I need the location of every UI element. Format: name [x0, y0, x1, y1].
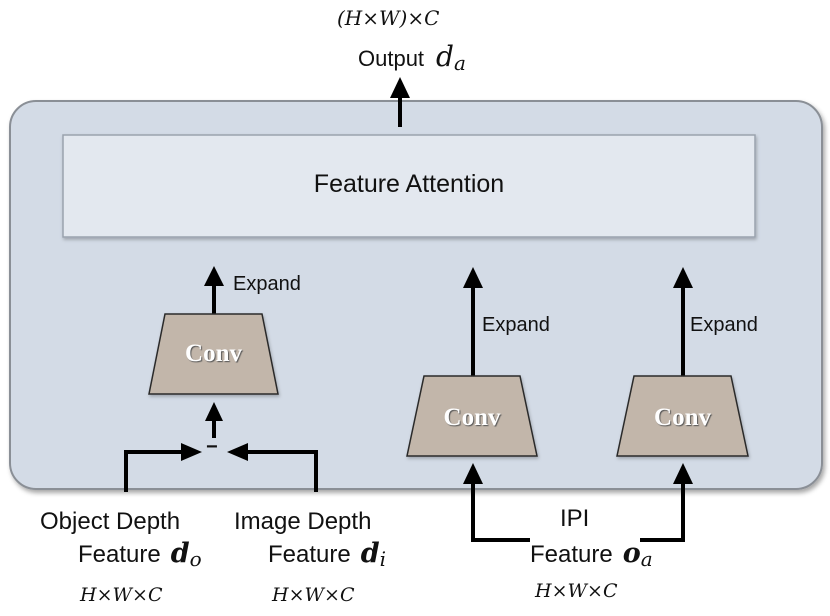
depth-conv-label: Conv: [185, 340, 242, 367]
ipi-line2: Feature oa: [530, 538, 653, 571]
ipi-symbol: o: [622, 538, 641, 569]
image-depth-dims: H×W×C: [272, 584, 355, 606]
object-depth-subscript: o: [189, 547, 202, 572]
ipi-left-conv-label: Conv: [443, 404, 501, 431]
ipi-subscript: a: [640, 547, 653, 572]
output-arrow: [390, 77, 410, 127]
image-depth-feature: Feature: [268, 541, 351, 568]
output-dims: (H×W)×C: [337, 6, 440, 30]
image-depth-input-arrow: [227, 443, 318, 492]
depth-expand-label: Expand: [233, 273, 301, 295]
ipi-left-input-arrow: [463, 463, 530, 542]
ipi-right-expand-label: Expand: [690, 314, 758, 336]
ipi-right-conv-label: Conv: [654, 404, 711, 431]
subtract-to-conv-arrow: [205, 402, 223, 438]
ipi-feature: Feature: [530, 541, 613, 568]
object-depth-input-arrow: [124, 443, 202, 492]
ipi-left-expand-arrow: [463, 267, 483, 376]
ipi-right-input-arrow: [640, 463, 693, 542]
feature-attention-box: [62, 134, 756, 238]
ipi-line1: IPI: [560, 505, 590, 532]
object-depth-line2: Feature do: [78, 538, 202, 571]
ipi-right-expand-arrow: [673, 267, 693, 376]
ipi-dims: H×W×C: [535, 580, 618, 602]
image-depth-subscript: i: [379, 547, 387, 572]
output-subscript: a: [453, 51, 466, 76]
image-depth-line2: Feature di: [268, 538, 386, 571]
object-depth-feature: Feature: [78, 541, 161, 568]
object-depth-dims: H×W×C: [80, 584, 163, 606]
output-symbol: d: [436, 40, 454, 73]
depth-conv-block: [148, 313, 279, 395]
ipi-right-conv-block: [616, 375, 749, 457]
depth-expand-arrow: [204, 266, 224, 314]
feature-attention-label: Feature Attention: [313, 170, 505, 198]
ipi-left-expand-label: Expand: [482, 314, 550, 336]
image-depth-line1: Image Depth: [234, 508, 372, 535]
object-depth-line1: Object Depth: [40, 508, 181, 535]
subtract-operator: −: [206, 436, 218, 458]
ipi-left-conv-block: [406, 375, 538, 457]
object-depth-symbol: d: [170, 538, 190, 569]
image-depth-symbol: d: [360, 538, 380, 569]
output-text: Output: [358, 46, 425, 71]
